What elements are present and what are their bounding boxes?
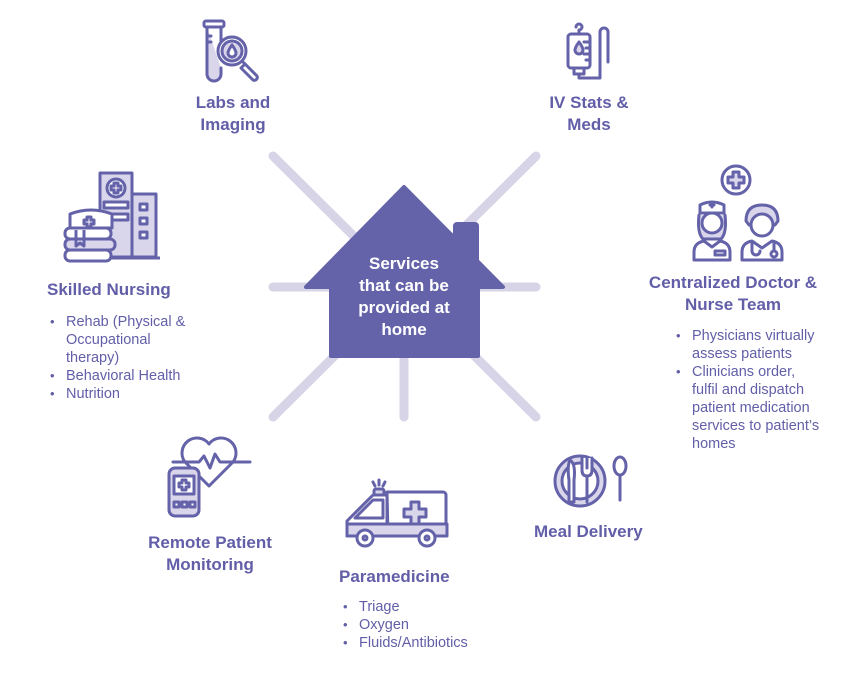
doctor-team-title: Centralized Doctor & Nurse Team xyxy=(636,272,830,316)
list-item: Triage xyxy=(343,598,468,616)
iv-bag-icon xyxy=(566,22,610,80)
title-line: Imaging xyxy=(200,115,266,134)
title-line: Remote Patient xyxy=(148,533,272,552)
title-line: Centralized Doctor & xyxy=(648,273,818,292)
title-line: Nurse Team xyxy=(684,295,782,314)
paramedicine-title: Paramedicine xyxy=(339,567,450,586)
list-item-line: services to patient’s xyxy=(692,418,820,434)
list-item-line: patient medication xyxy=(692,400,810,416)
paramedicine-list: Triage Oxygen Fluids/Antibiotics xyxy=(341,598,468,652)
list-item-line: fulfil and dispatch xyxy=(692,382,805,398)
list-item: Rehab (Physical & Occupational therapy) xyxy=(50,313,186,367)
ambulance-icon xyxy=(345,478,449,548)
list-item: Behavioral Health xyxy=(50,367,185,385)
plate-cutlery-icon xyxy=(553,454,628,508)
test-tube-magnifier-icon xyxy=(202,19,259,83)
list-item: Fluids/Antibiotics xyxy=(343,634,468,652)
hospital-nurse-cap-books-icon xyxy=(63,171,160,263)
center-label-line: provided at xyxy=(358,298,450,317)
house-shape xyxy=(304,185,505,358)
list-item-line: therapy) xyxy=(66,350,120,366)
list-item-line: homes xyxy=(692,436,736,452)
list-item-line: Clinicians order, xyxy=(692,364,796,380)
doctor-nurse-icon xyxy=(692,164,784,262)
labs-imaging-title: Labs and Imaging xyxy=(171,92,295,136)
list-item: Nutrition xyxy=(50,385,185,403)
skilled-nursing-title: Skilled Nursing xyxy=(47,280,171,299)
title-line: IV Stats & xyxy=(549,93,629,112)
list-item: Physicians virtually assess patients xyxy=(676,327,819,363)
list-item: Oxygen xyxy=(343,616,468,634)
title-line: Monitoring xyxy=(166,555,254,574)
doctor-team-list: Physicians virtually assess patients Cli… xyxy=(674,327,819,453)
title-line: Meds xyxy=(567,115,611,134)
center-label-line: home xyxy=(381,320,427,339)
center-label-line: that can be xyxy=(359,276,449,295)
list-item-line: Physicians virtually xyxy=(692,328,815,344)
title-line: Labs and xyxy=(195,93,271,112)
skilled-nursing-list: Rehab (Physical & Occupational therapy) … xyxy=(48,313,185,403)
list-item-line: assess patients xyxy=(692,346,792,362)
iv-stats-title: IV Stats & Meds xyxy=(528,92,650,136)
meal-delivery-title: Meal Delivery xyxy=(534,522,643,541)
list-item-line: Occupational xyxy=(66,332,151,348)
center-label-line: Services xyxy=(369,254,439,273)
center-label: Services that can be provided at home xyxy=(344,253,464,341)
list-item-line: Rehab (Physical & xyxy=(66,314,186,330)
heart-monitor-device-icon xyxy=(167,436,252,518)
remote-monitoring-title: Remote Patient Monitoring xyxy=(130,532,290,576)
list-item: Clinicians order, fulfil and dispatch pa… xyxy=(676,363,820,453)
